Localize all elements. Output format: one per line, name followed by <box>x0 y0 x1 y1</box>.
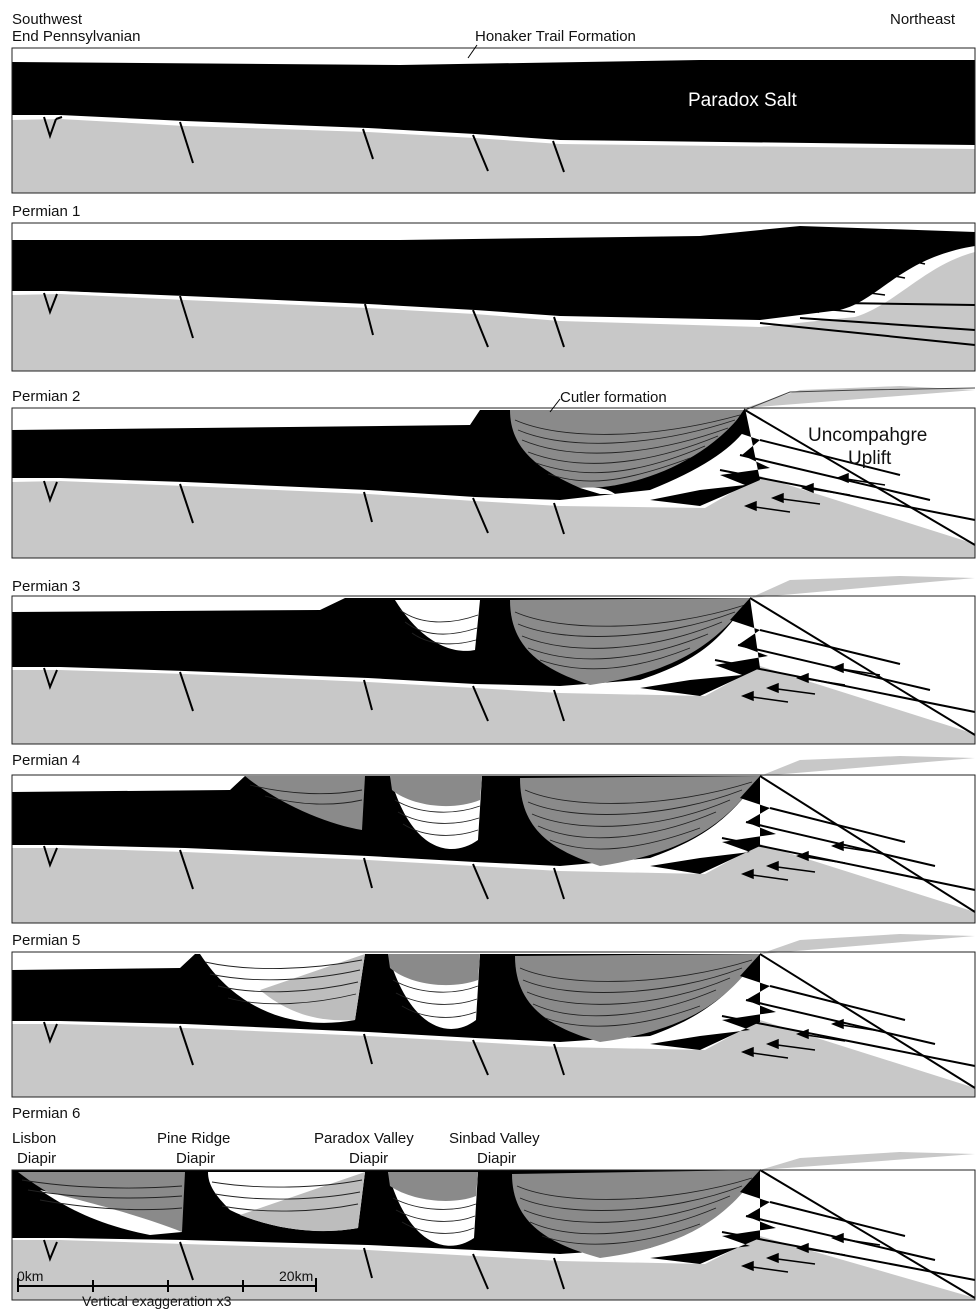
southwest-label: Southwest <box>12 11 82 28</box>
section-permian-3 <box>12 576 975 744</box>
stage-label-permian-1: Permian 1 <box>12 203 80 220</box>
section-permian-6 <box>12 1152 975 1300</box>
stage-label-permian-4: Permian 4 <box>12 752 80 769</box>
paradox-valley-diapir-name: Paradox Valley <box>314 1130 414 1147</box>
stage-label-end-pennsylvanian: End Pennsylvanian <box>12 28 140 45</box>
section-permian-2 <box>12 386 975 558</box>
scale-start-label: 0km <box>17 1268 43 1285</box>
scale-end-label: 20km <box>279 1268 313 1285</box>
section-permian-4 <box>12 756 975 923</box>
sinbad-valley-diapir-name: Sinbad Valley <box>449 1130 540 1147</box>
section-permian-1 <box>12 223 975 371</box>
pine-ridge-diapir-suffix: Diapir <box>176 1150 215 1167</box>
lisbon-diapir-name: Lisbon <box>12 1130 56 1147</box>
stage-label-permian-3: Permian 3 <box>12 578 80 595</box>
section-end-pennsylvanian <box>12 45 975 193</box>
section-permian-5 <box>12 934 975 1097</box>
stage-label-permian-2: Permian 2 <box>12 388 80 405</box>
vertical-exaggeration-note: Vertical exaggeration x3 <box>82 1293 231 1310</box>
pine-ridge-diapir-name: Pine Ridge <box>157 1130 230 1147</box>
stage-label-permian-5: Permian 5 <box>12 932 80 949</box>
paradox-salt-label: Paradox Salt <box>688 90 797 111</box>
uplift-label: Uplift <box>848 448 891 469</box>
sinbad-valley-diapir-suffix: Diapir <box>477 1150 516 1167</box>
uncompahgre-label: Uncompahgre <box>808 425 927 446</box>
cutler-formation-label: Cutler formation <box>560 389 667 406</box>
paradox-valley-diapir-suffix: Diapir <box>349 1150 388 1167</box>
honaker-trail-label: Honaker Trail Formation <box>475 28 636 45</box>
northeast-label: Northeast <box>890 11 955 28</box>
lisbon-diapir-suffix: Diapir <box>17 1150 56 1167</box>
stage-label-permian-6: Permian 6 <box>12 1105 80 1122</box>
